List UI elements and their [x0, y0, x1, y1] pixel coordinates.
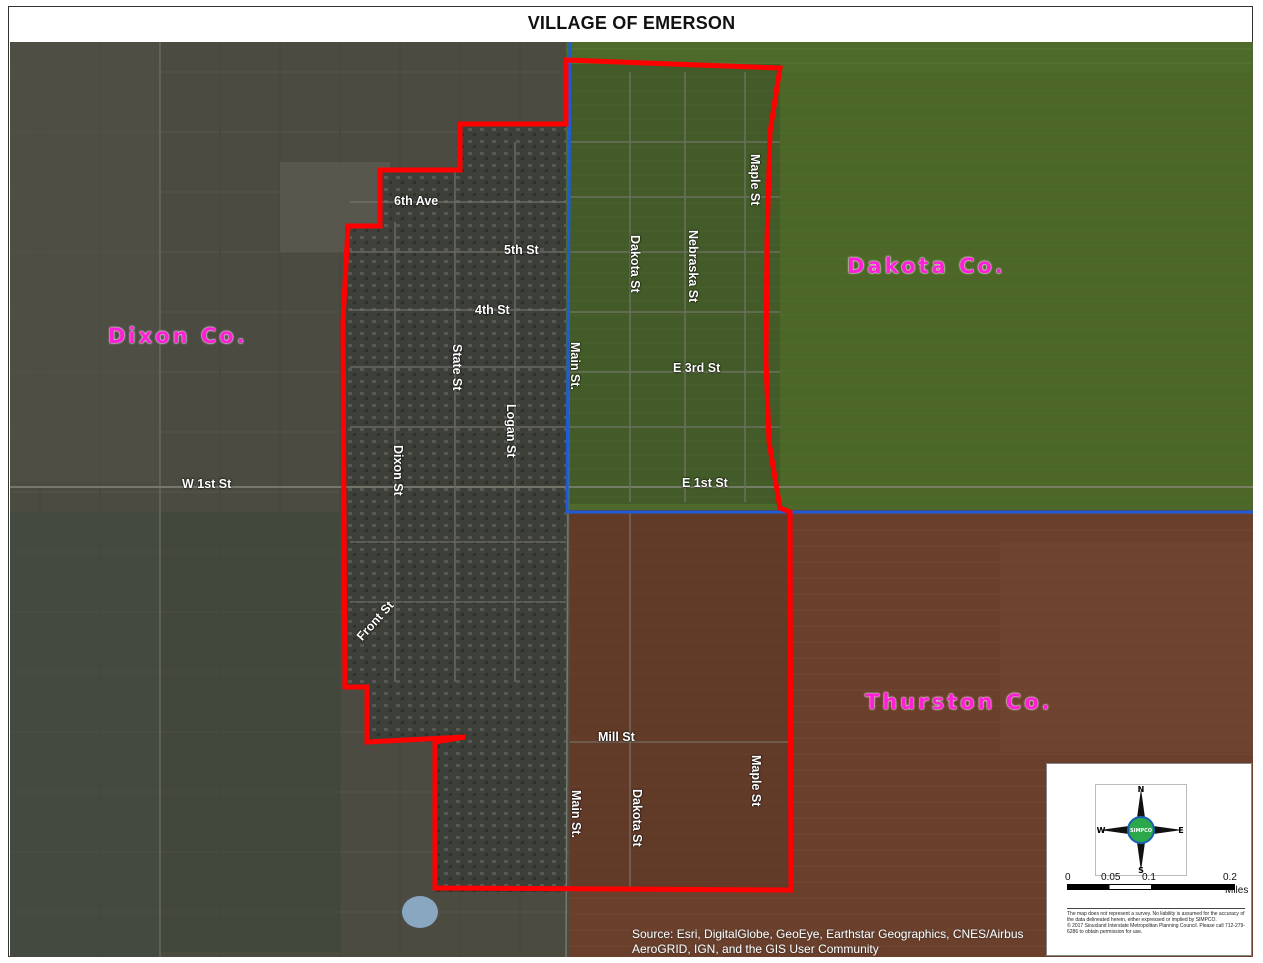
- street-label-state-st: State St: [450, 344, 464, 391]
- compass-icon: N S E W SIMPCO: [1097, 785, 1184, 875]
- county-label-dakota: Dakota Co.: [847, 254, 1006, 278]
- street-label-w-1st-st: W 1st St: [182, 477, 232, 491]
- scale-unit-label: Miles: [1225, 885, 1249, 896]
- scale-label-01: 0.1: [1142, 872, 1156, 883]
- street-label-e-3rd-st: E 3rd St: [673, 361, 721, 375]
- source-line-2: AeroGRID, IGN, and the GIS User Communit…: [632, 942, 879, 956]
- street-label-dakota-st-north: Dakota St: [628, 235, 642, 293]
- source-line-1: Source: Esri, DigitalGlobe, GeoEye, Eart…: [632, 927, 1024, 941]
- legend-box: N S E W SIMPCO 0 0.05 0.1 0.2 Miles The …: [1046, 763, 1252, 956]
- street-label-maple-st-north: Maple St: [748, 154, 762, 206]
- street-label-main-st-south: Main St.: [569, 790, 583, 838]
- scale-label-0: 0: [1065, 872, 1071, 883]
- street-label-dakota-st-south: Dakota St: [630, 789, 644, 847]
- street-label-6th-ave: 6th Ave: [394, 194, 439, 208]
- aerial-map: [10, 42, 1253, 957]
- street-label-mill-st: Mill St: [598, 730, 635, 744]
- map-area[interactable]: Dixon Co. Dakota Co. Thurston Co. 6th Av…: [10, 42, 1253, 957]
- county-label-dixon: Dixon Co.: [108, 324, 248, 348]
- compass-center-label: SIMPCO: [1130, 828, 1152, 834]
- scale-label-005: 0.05: [1101, 872, 1121, 883]
- compass-e-label: E: [1178, 826, 1183, 835]
- street-label-e-1st-st: E 1st St: [682, 476, 728, 490]
- county-line: [565, 42, 1253, 514]
- street-label-5th-st: 5th St: [504, 243, 539, 257]
- scale-bar: [1067, 884, 1235, 890]
- compass-rose: N S E W SIMPCO: [1095, 784, 1187, 876]
- pond: [402, 896, 438, 928]
- village-boundary: [340, 57, 794, 893]
- street-label-maple-st-south: Maple St: [749, 755, 763, 807]
- street-label-main-st-north: Main St.: [568, 342, 582, 390]
- map-title: VILLAGE OF EMERSON: [527, 13, 736, 33]
- street-label-dixon-st: Dixon St: [391, 445, 405, 496]
- street-label-logan-st: Logan St: [504, 404, 518, 458]
- compass-n-label: N: [1138, 785, 1145, 794]
- county-label-thurston: Thurston Co.: [865, 690, 1053, 714]
- street-label-4th-st: 4th St: [475, 303, 510, 317]
- disclaimer-line-2: © 2017 Siouxland Interstate Metropolitan…: [1067, 923, 1245, 935]
- compass-w-label: W: [1097, 826, 1106, 835]
- scale-label-02: 0.2: [1223, 872, 1237, 883]
- street-label-nebraska-st: Nebraska St: [686, 230, 700, 303]
- compass-s-label: S: [1138, 866, 1144, 875]
- disclaimer-text: The map does not represent a survey. No …: [1067, 908, 1245, 935]
- disclaimer-line-1: The map does not represent a survey. No …: [1067, 911, 1245, 923]
- source-attribution: Source: Esri, DigitalGlobe, GeoEye, Eart…: [632, 927, 1024, 957]
